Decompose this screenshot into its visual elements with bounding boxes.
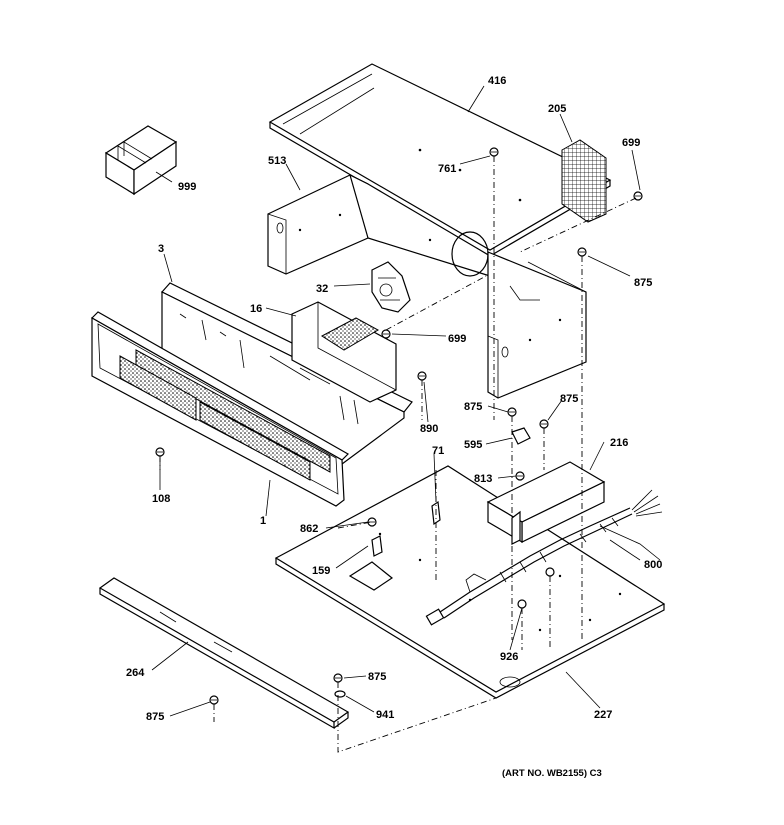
assembly-lines: [159, 156, 637, 753]
label-227: 227: [594, 709, 612, 721]
screw-761: [489, 147, 499, 157]
part-513-chassis: [267, 173, 587, 399]
part-1-control-console: [91, 311, 349, 507]
clip-159: [371, 535, 383, 557]
washer-941: [334, 690, 346, 698]
label-16: 16: [250, 303, 262, 315]
label-32: 32: [316, 283, 328, 295]
label-595: 595: [464, 439, 482, 451]
label-800: 800: [644, 559, 662, 571]
label-813: 813: [474, 473, 492, 485]
fasteners: [155, 147, 643, 705]
part-264-rail: [98, 577, 350, 730]
part-16-control-board: [291, 301, 397, 403]
screw-813: [515, 471, 525, 481]
label-264: 264: [126, 667, 145, 679]
screw-862: [367, 517, 377, 527]
label-216: 216: [610, 437, 628, 449]
label-875-top: 875: [634, 277, 652, 289]
clip-595: [511, 427, 531, 445]
screw-875-bottom-left: [209, 695, 219, 705]
label-999: 999: [178, 181, 196, 193]
part-labels: 416 205 699 513 761 999 875 3 32 16 699 …: [126, 75, 662, 723]
screw-875-top: [577, 247, 587, 257]
screw-926: [517, 567, 555, 609]
label-205: 205: [548, 103, 566, 115]
part-999-box: [104, 125, 178, 196]
label-108: 108: [152, 493, 170, 505]
screw-699-top: [633, 191, 643, 201]
part-800-wiring-harness: [425, 489, 663, 626]
screw-875-mid-right: [539, 419, 549, 429]
label-1: 1: [260, 515, 266, 527]
part-216-junction-box: [486, 461, 606, 545]
label-3: 3: [158, 243, 164, 255]
label-416: 416: [488, 75, 506, 87]
screw-875-bottom-mid: [333, 673, 343, 683]
screw-699-mid: [381, 329, 391, 339]
label-875-bottom-left: 875: [146, 711, 164, 723]
label-875-mid-left: 875: [464, 401, 482, 413]
label-159: 159: [312, 565, 330, 577]
label-513: 513: [268, 155, 286, 167]
screw-875-mid-left: [507, 407, 517, 417]
label-761: 761: [438, 163, 456, 175]
screw-108: [155, 447, 165, 457]
label-875-mid-right: 875: [560, 393, 578, 405]
label-926: 926: [500, 651, 518, 663]
label-890: 890: [420, 423, 438, 435]
leader-lines: [151, 85, 641, 717]
label-941: 941: [376, 709, 394, 721]
part-32-motor: [371, 261, 411, 313]
art-number-caption: (ART NO. WB2155) C3: [502, 768, 602, 779]
label-862: 862: [300, 523, 318, 535]
label-699-top: 699: [622, 137, 640, 149]
label-875-bottom-mid: 875: [368, 671, 386, 683]
label-699-mid: 699: [448, 333, 466, 345]
screw-890: [417, 371, 427, 381]
part-205-vent-grille: [561, 139, 607, 223]
label-71: 71: [432, 445, 444, 457]
